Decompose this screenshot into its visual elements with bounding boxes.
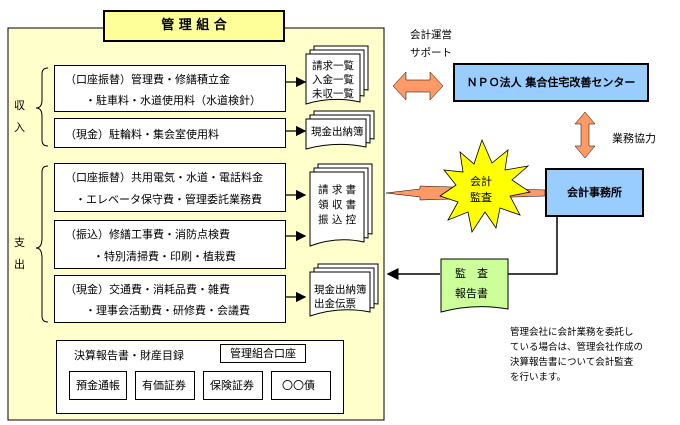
asset-bonds: 〇〇債 bbox=[271, 371, 331, 400]
support-label: 会計運営サポート bbox=[410, 29, 452, 59]
doc-stacks bbox=[305, 45, 379, 317]
expense-row-cash: （現金）交通費・消耗品費・雑費 ・理事会活動費・研修費・会議費 bbox=[54, 275, 286, 323]
cooperation-label: 業務協力 bbox=[612, 132, 656, 145]
income-label: 収入 bbox=[14, 99, 25, 134]
income-brace bbox=[35, 67, 49, 147]
expense-docs-cash: 現金出納簿出金伝票 bbox=[314, 284, 367, 310]
expense-row-bank: （振込）修繕工事費・消防点検費 ・特別清掃費・印刷・植栽費 bbox=[54, 220, 286, 269]
asset-insurance: 保険証券 bbox=[203, 371, 263, 400]
flow-arrows bbox=[285, 76, 307, 303]
title-box: 管 理 組 合 bbox=[103, 10, 285, 42]
report-line bbox=[508, 216, 558, 275]
audit-report-label: 監 査報告書 bbox=[455, 267, 488, 300]
income-cash-book: 現金出納簿 bbox=[311, 126, 364, 138]
audit-label: 会計監査 bbox=[470, 175, 492, 204]
settlement-box: 決算報告書・財産目録 管理組合口座 預金通帳 有価証券 保険証券 〇〇債 bbox=[56, 340, 344, 414]
asset-securities: 有価証券 bbox=[135, 371, 195, 400]
expense-label: 支出 bbox=[14, 236, 25, 271]
expense-docs-transfer: 請 求 書領 収 書振 込 控 bbox=[318, 184, 357, 226]
income-row-cash: （現金）駐輪料・集会室使用料 bbox=[54, 118, 286, 148]
note-text: 管理会社に会計業務を委託している場合は、管理会社作成の決算報告書について会計監査… bbox=[510, 327, 644, 383]
income-row-transfer: （口座振替）管理費・修繕積立金 ・駐車料・水道使用料（水道検針） bbox=[54, 65, 286, 112]
support-double-arrow bbox=[392, 71, 444, 101]
income-docs-list: 請求一覧入金一覧未収一覧 bbox=[312, 60, 354, 100]
account-box: 管理組合口座 bbox=[220, 344, 306, 363]
audit-report-doc bbox=[440, 258, 509, 313]
settlement-title: 決算報告書・財産目録 bbox=[74, 349, 184, 362]
expense-brace bbox=[35, 165, 49, 323]
audit-starburst bbox=[439, 138, 532, 234]
expense-row-transfer: （口座振替）共用電気・水道・電話料金 ・エレベータ保守費・管理委託業務費 bbox=[54, 163, 286, 212]
cooperation-double-arrow bbox=[574, 111, 596, 159]
npo-box: ＮＰＯ法人 集合住宅改善センター bbox=[453, 63, 649, 102]
accounting-office-box: 会計事務所 bbox=[545, 168, 644, 217]
asset-passbook: 預金通帳 bbox=[69, 371, 127, 400]
